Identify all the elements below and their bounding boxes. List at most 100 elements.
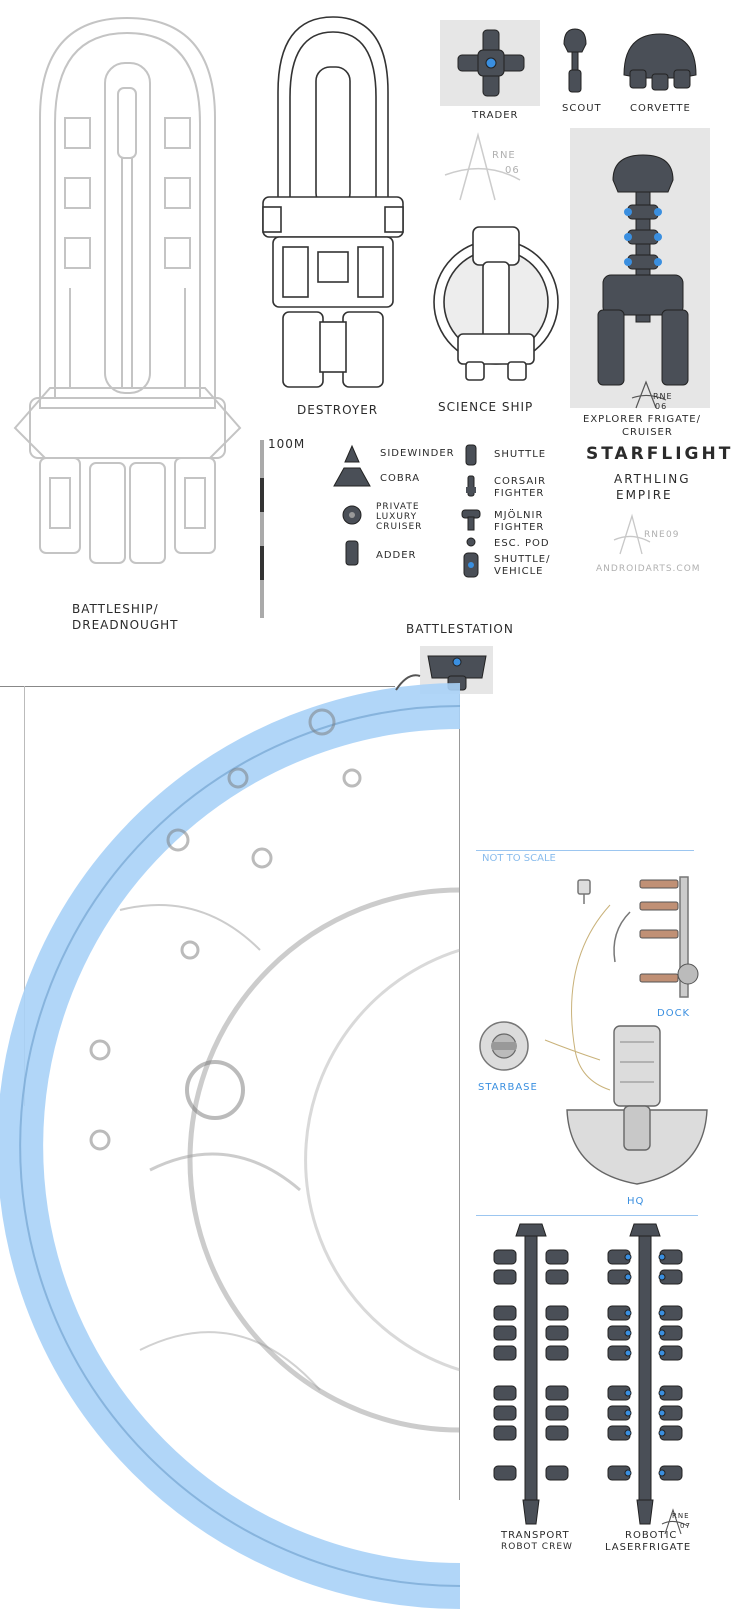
trader-label: TRADER bbox=[472, 110, 519, 121]
robotic-label-line2: LASERFRIGATE bbox=[605, 1542, 692, 1553]
hull-pod bbox=[493, 1325, 517, 1341]
shuttle-icon bbox=[465, 444, 477, 466]
pod-light bbox=[624, 1253, 632, 1261]
hull-pod bbox=[493, 1269, 517, 1285]
signature-1-name: RNE bbox=[492, 150, 516, 161]
legend-shuttle-vehicle-line2: VEHICLE bbox=[494, 566, 544, 577]
battlestation-ring-drawing bbox=[0, 674, 460, 1609]
hull-pod bbox=[493, 1305, 517, 1321]
sidewinder-icon bbox=[344, 444, 360, 463]
pod-light bbox=[658, 1309, 666, 1317]
legend-corsair-line1: CORSAIR bbox=[494, 476, 547, 487]
hull-pod bbox=[493, 1385, 517, 1401]
pod-light bbox=[658, 1253, 666, 1261]
signature-mark-1 bbox=[444, 132, 521, 201]
not-to-scale-rule-bottom bbox=[476, 1215, 698, 1216]
pod-light bbox=[624, 1329, 632, 1337]
science-ship-drawing bbox=[433, 226, 559, 381]
legend-cobra: COBRA bbox=[380, 473, 421, 484]
pod-light bbox=[658, 1273, 666, 1281]
mjolnir-fighter-icon bbox=[461, 509, 481, 531]
hull-pod bbox=[493, 1345, 517, 1361]
transport-label-line1: TRANSPORT bbox=[501, 1530, 570, 1541]
signature-3-year: 09 bbox=[666, 530, 680, 540]
signature-mark-4 bbox=[661, 1508, 689, 1535]
pod-light bbox=[658, 1329, 666, 1337]
hull-pod bbox=[545, 1465, 569, 1481]
pod-light bbox=[658, 1469, 666, 1477]
legend-shuttle: SHUTTLE bbox=[494, 449, 547, 460]
science-ship-label: SCIENCE SHIP bbox=[438, 400, 534, 414]
starbase-drawing bbox=[479, 1021, 529, 1071]
hull-pod bbox=[545, 1345, 569, 1361]
pod-light bbox=[624, 1309, 632, 1317]
signature-mark-2 bbox=[631, 380, 667, 409]
battleship-drawing bbox=[13, 16, 242, 564]
battlestation-hline bbox=[0, 686, 395, 687]
pod-light bbox=[658, 1429, 666, 1437]
signature-3-name: RNE bbox=[644, 530, 666, 540]
dock-label: DOCK bbox=[657, 1008, 691, 1019]
hull-pod bbox=[493, 1249, 517, 1265]
legend-plc-line1: PRIVATE bbox=[376, 502, 420, 512]
signature-1-year: 06 bbox=[505, 165, 520, 176]
esc-pod-icon bbox=[466, 537, 476, 547]
legend-corsair-line2: FIGHTER bbox=[494, 488, 545, 499]
corvette-label: CORVETTE bbox=[630, 103, 691, 114]
title-starflight: STARFLIGHT bbox=[586, 444, 734, 464]
starbase-label: STARBASE bbox=[478, 1082, 538, 1093]
pod-light bbox=[624, 1469, 632, 1477]
trader-drawing bbox=[457, 29, 525, 97]
destroyer-drawing bbox=[262, 16, 404, 388]
battleship-label-line2: DREADNOUGHT bbox=[72, 618, 179, 632]
explorer-frigate-drawing bbox=[597, 154, 689, 386]
pod-light bbox=[658, 1409, 666, 1417]
adder-icon bbox=[345, 540, 359, 566]
signature-2-year: 06 bbox=[655, 402, 668, 411]
hq-drawing bbox=[566, 1025, 708, 1185]
hull-pod bbox=[545, 1325, 569, 1341]
pod-light bbox=[624, 1409, 632, 1417]
scale-bar bbox=[260, 440, 264, 618]
legend-esc-pod: ESC. POD bbox=[494, 538, 550, 549]
signature-mark-3 bbox=[613, 513, 651, 555]
hull-pod bbox=[545, 1425, 569, 1441]
scout-drawing bbox=[563, 28, 587, 93]
tether-lines bbox=[544, 904, 611, 1091]
title-arthling: ARTHLING bbox=[614, 472, 691, 486]
legend-mjolnir-line1: MJÖLNIR bbox=[494, 510, 544, 521]
signature-4-name: RNE bbox=[672, 1512, 690, 1520]
robotic-laserfrigate-drawing bbox=[607, 1223, 683, 1525]
scale-label: 100M bbox=[268, 437, 306, 451]
pod-light bbox=[624, 1389, 632, 1397]
legend-mjolnir-line2: FIGHTER bbox=[494, 522, 545, 533]
hull-pod bbox=[545, 1385, 569, 1401]
signature-4-year: 07 bbox=[680, 1522, 691, 1530]
scout-label: SCOUT bbox=[562, 103, 602, 114]
battlestation-vline-right bbox=[459, 690, 460, 1500]
not-to-scale-rule-top bbox=[476, 850, 694, 851]
signature-2-name: RNE bbox=[653, 392, 673, 401]
legend-shuttle-vehicle-line1: SHUTTLE/ bbox=[494, 554, 551, 565]
cobra-icon bbox=[333, 467, 371, 487]
hull-pod bbox=[493, 1425, 517, 1441]
hq-label: HQ bbox=[627, 1196, 645, 1207]
battlestation-label: BATTLESTATION bbox=[406, 622, 514, 636]
hull-pod bbox=[545, 1405, 569, 1421]
corsair-fighter-icon bbox=[466, 475, 476, 497]
site-label: ANDROIDARTS.COM bbox=[596, 564, 701, 574]
legend-plc-line3: CRUISER bbox=[376, 522, 423, 532]
destroyer-label: DESTROYER bbox=[297, 403, 379, 417]
transport-drawing bbox=[493, 1223, 569, 1525]
legend-plc-line2: LUXURY bbox=[376, 512, 418, 522]
legend-sidewinder: SIDEWINDER bbox=[380, 448, 455, 459]
title-empire: EMPIRE bbox=[616, 488, 673, 502]
pod-light bbox=[658, 1349, 666, 1357]
battlestation-vline-left bbox=[24, 686, 25, 1106]
hull-pod bbox=[545, 1249, 569, 1265]
battleship-label-line1: BATTLESHIP/ bbox=[72, 602, 159, 616]
transport-label-line2: ROBOT CREW bbox=[501, 1542, 573, 1552]
private-luxury-cruiser-icon bbox=[342, 505, 362, 525]
dock-drawing bbox=[577, 876, 699, 998]
shuttle-vehicle-icon bbox=[463, 552, 479, 578]
